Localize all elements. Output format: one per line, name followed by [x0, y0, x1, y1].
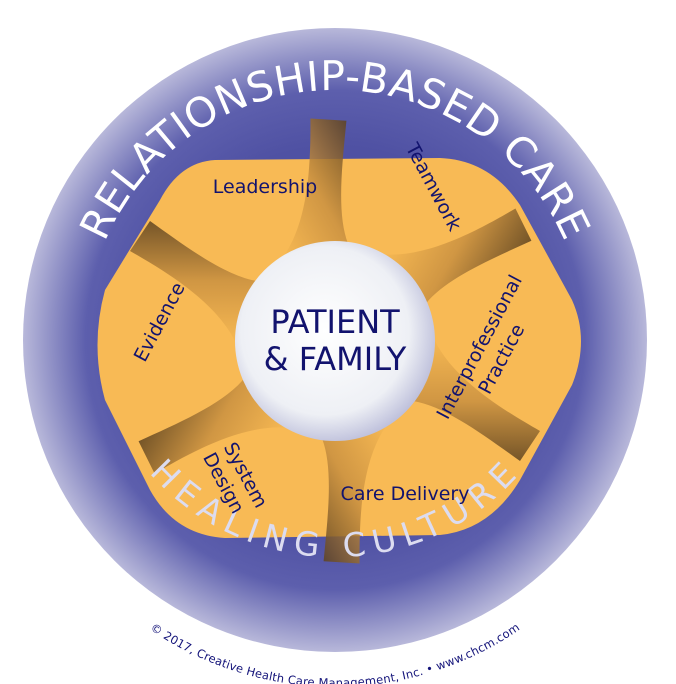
band-shading-group [130, 118, 540, 564]
center-label-line2: & FAMILY [264, 340, 407, 378]
band-label-care-delivery: Care Delivery [341, 483, 470, 505]
patient-family-sphere [235, 241, 435, 441]
band-fold-teamwork [385, 208, 532, 304]
band-fold-system-design [138, 378, 285, 474]
center-label-line1: PATIENT [270, 303, 400, 341]
band-label-leadership: Leadership [213, 176, 317, 198]
band-fold-evidence [130, 221, 257, 341]
band-fold-care-delivery [322, 427, 385, 564]
band-fold-leadership [285, 118, 348, 255]
band-fold-interprofessional-practice [413, 341, 540, 461]
